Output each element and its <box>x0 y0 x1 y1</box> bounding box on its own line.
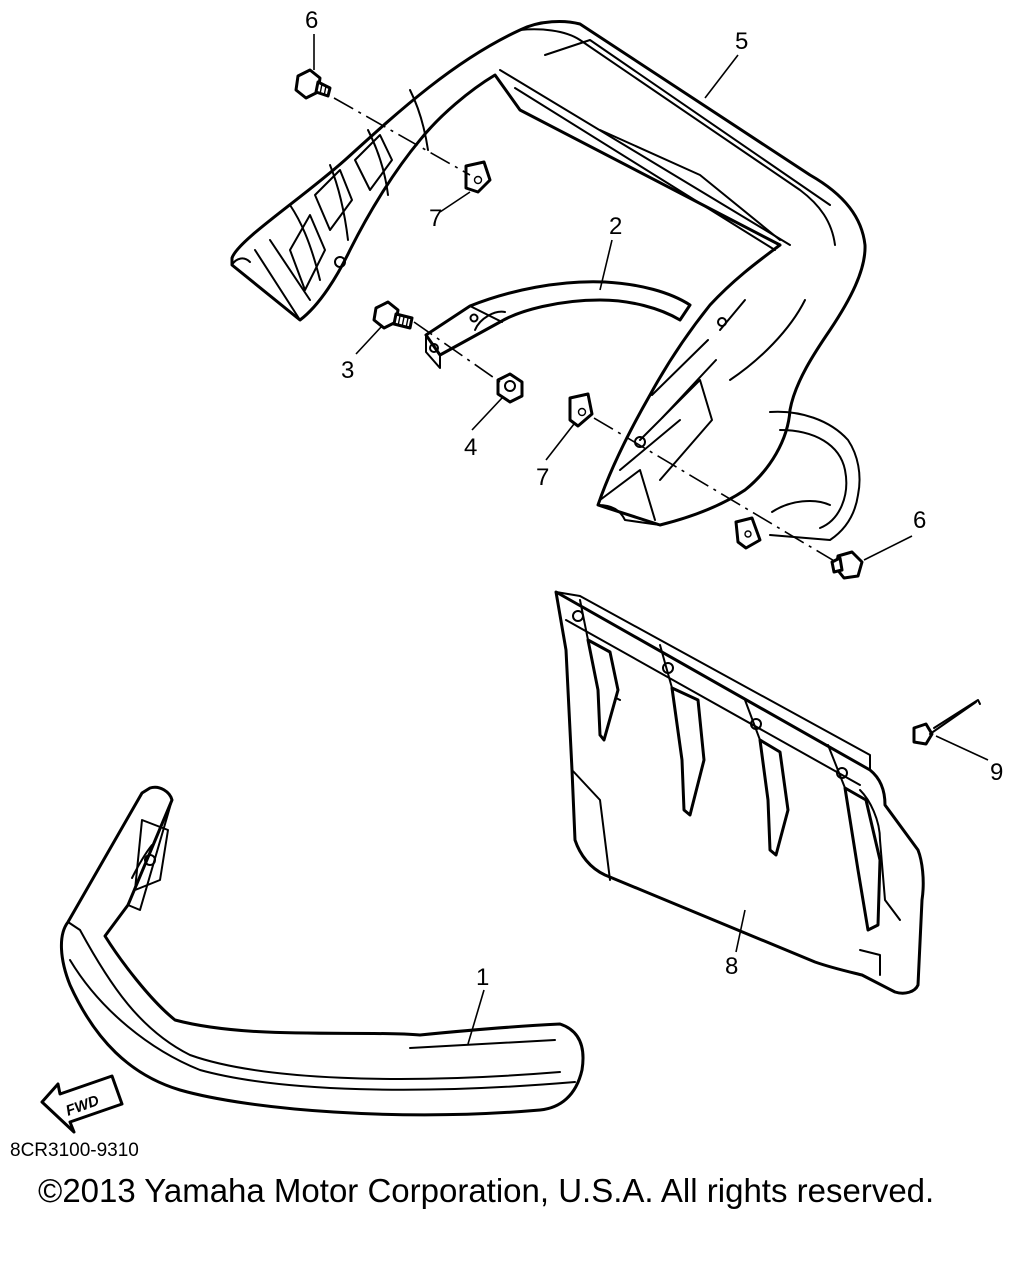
assembly-line-bolt3 <box>413 321 501 383</box>
callout-4: 4 <box>464 434 477 461</box>
bolt-3 <box>372 300 414 330</box>
front-bumper <box>59 785 585 1117</box>
leader-7-lower <box>545 423 575 461</box>
leader-5 <box>704 54 739 99</box>
callout-1: 1 <box>476 964 489 991</box>
leader-1 <box>467 989 485 1045</box>
bolt-6-upper <box>294 68 332 100</box>
callout-8: 8 <box>725 953 738 980</box>
nut-4 <box>496 372 524 404</box>
assembly-line-bolt6-upper <box>333 97 471 176</box>
leader-8 <box>735 909 746 953</box>
bracket-arm <box>424 280 692 369</box>
callout-7-lower: 7 <box>536 464 549 491</box>
clip-7-lower <box>568 392 594 428</box>
forward-direction-arrow-icon: FWD <box>40 1074 124 1134</box>
clip-7-upper <box>464 160 492 194</box>
callout-3: 3 <box>341 357 354 384</box>
callout-7-upper: 7 <box>429 205 442 232</box>
leader-2 <box>599 239 613 291</box>
diagram-code: 8CR3100-9310 <box>10 1140 139 1161</box>
callout-6-lower: 6 <box>913 507 926 534</box>
bolt-6-lower <box>830 550 864 580</box>
rivet-9 <box>912 699 981 746</box>
callout-9: 9 <box>990 759 1003 786</box>
leader-9 <box>935 735 989 761</box>
callout-6-upper: 6 <box>305 7 318 34</box>
leader-6-lower <box>863 535 913 561</box>
leader-3 <box>355 325 383 355</box>
rear-bumper-frame <box>230 20 867 541</box>
leader-7-upper <box>439 191 471 213</box>
rear-flap <box>554 590 925 995</box>
copyright-notice: ©2013 Yamaha Motor Corporation, U.S.A. A… <box>38 1172 935 1209</box>
mounting-tab <box>734 516 762 550</box>
assembly-line-clip7-lower <box>593 417 837 563</box>
leader-4 <box>471 397 503 431</box>
callout-5: 5 <box>735 28 748 55</box>
callout-2: 2 <box>609 213 622 240</box>
